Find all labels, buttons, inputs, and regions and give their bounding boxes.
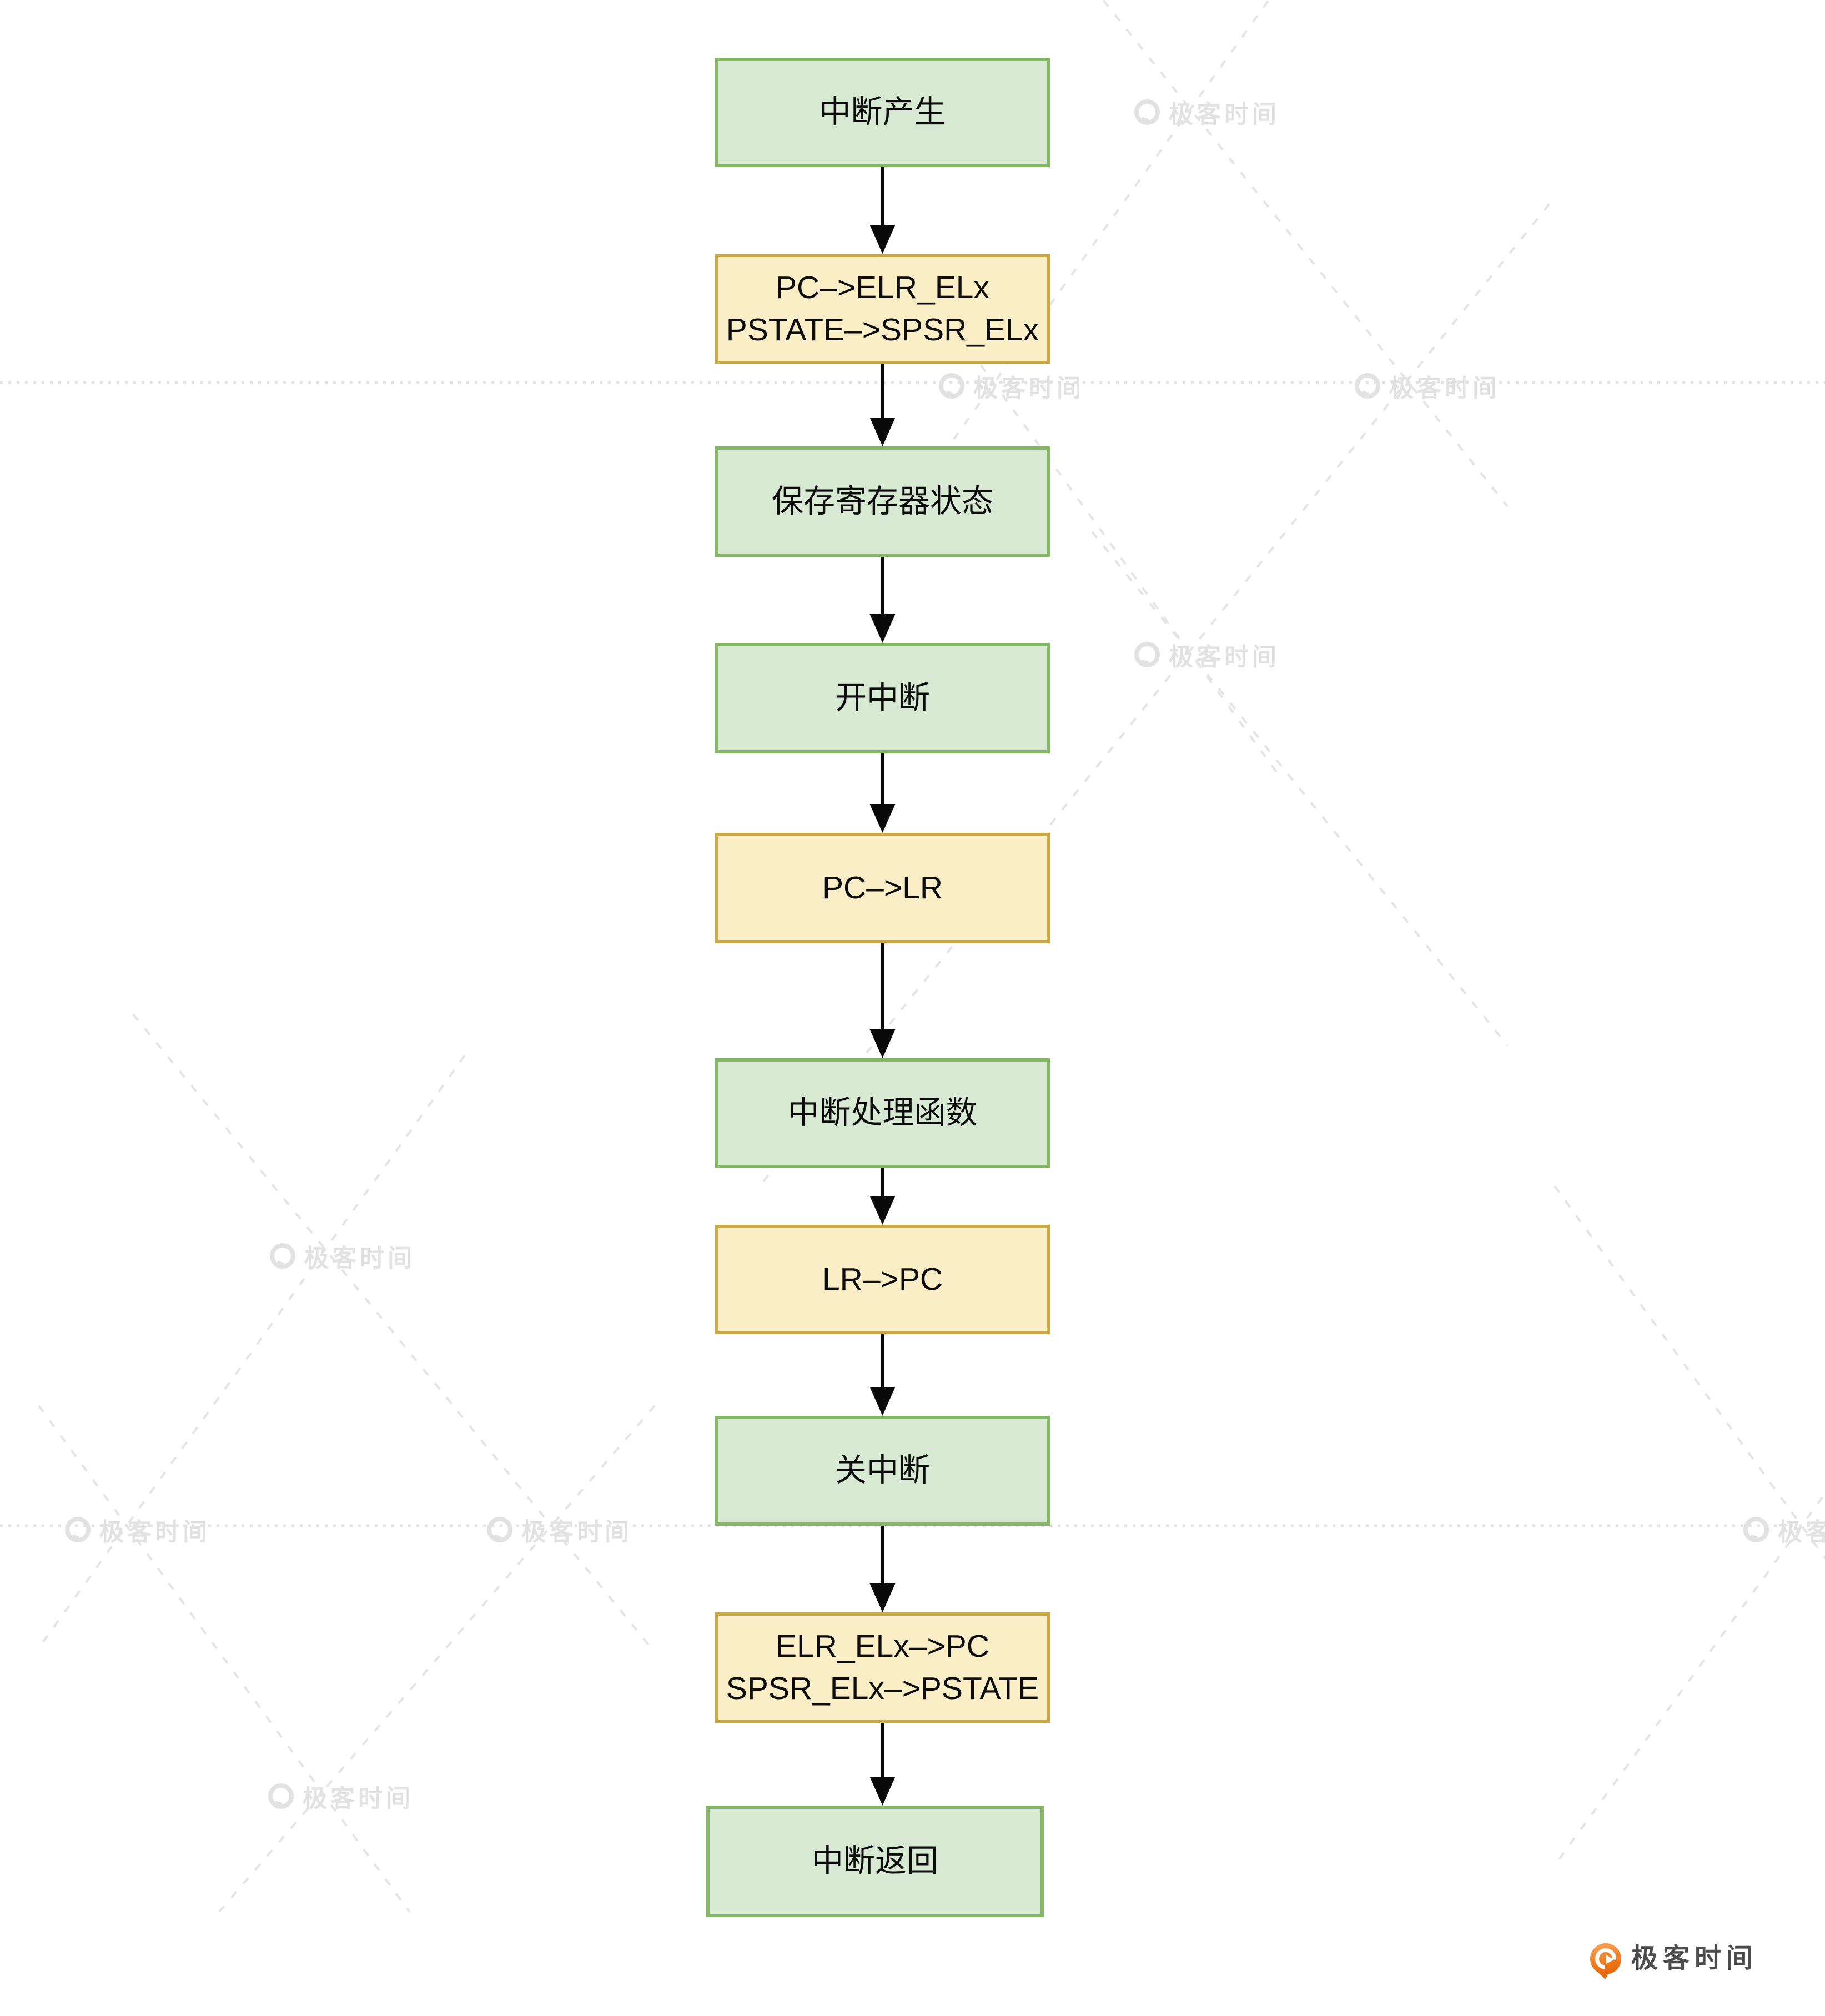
geektime-logo-icon [1134,642,1160,667]
flow-node-save-pc-pstate: PC–>ELR_ELx PSTATE–>SPSR_ELx [715,254,1050,364]
flow-node-save-registers: 保存寄存器状态 [715,446,1050,557]
watermark-text: 极客时间 [304,1245,415,1272]
flow-node-disable-interrupt: 关中断 [715,1416,1050,1526]
flow-node-pc-to-lr: PC–>LR [715,833,1050,943]
geektime-logo-icon [268,1783,294,1809]
watermark-text: 极客时间 [99,1519,210,1546]
watermark-0: 极客时间 [1134,94,1280,130]
flow-node-enable-interrupt: 开中断 [715,643,1050,753]
geektime-logo-icon [270,1243,295,1269]
watermark-8: 极客时间 [268,1778,414,1814]
watermark-text: 极客时间 [1169,101,1280,128]
geektime-logo-icon [487,1517,512,1542]
watermark-3: 极客时间 [1134,637,1280,672]
geektime-logo-icon [1743,1517,1769,1542]
geektime-logo-icon [1134,99,1160,125]
watermark-text: 极客时间 [521,1519,632,1546]
geektime-logo-icon [1355,373,1380,399]
watermark-text: 极客时间 [973,375,1084,402]
watermark-6: 极客时间 [487,1512,632,1547]
watermark-text: 极客时间 [1778,1519,1825,1546]
watermark-4: 极客时间 [270,1238,415,1274]
flow-node-lr-to-pc: LR–>PC [715,1225,1050,1334]
watermark-text: 极客时间 [303,1785,414,1812]
flow-node-restore-pc-pstate: ELR_ELx–>PC SPSR_ELx–>PSTATE [715,1612,1050,1723]
geektime-logo-pin-tail [1597,1970,1613,1987]
watermark-7: 极客时间 [1743,1512,1825,1547]
geektime-logo-icon [65,1517,91,1542]
geektime-brand-text: 极客时间 [1631,1944,1758,1973]
watermark-1: 极客时间 [939,368,1084,404]
watermark-5: 极客时间 [65,1512,210,1547]
watermark-2: 极客时间 [1355,368,1500,404]
flow-node-interrupt-handler: 中断处理函数 [715,1058,1050,1168]
geektime-brand: 极客时间 [1590,1943,1758,1987]
geektime-logo-icon [939,373,964,399]
watermark-text: 极客时间 [1169,643,1280,671]
flow-node-interrupt-raised: 中断产生 [715,58,1050,167]
geektime-logo-icon [1590,1943,1621,1987]
watermark-text: 极客时间 [1389,375,1500,402]
flow-node-interrupt-return: 中断返回 [706,1806,1044,1917]
